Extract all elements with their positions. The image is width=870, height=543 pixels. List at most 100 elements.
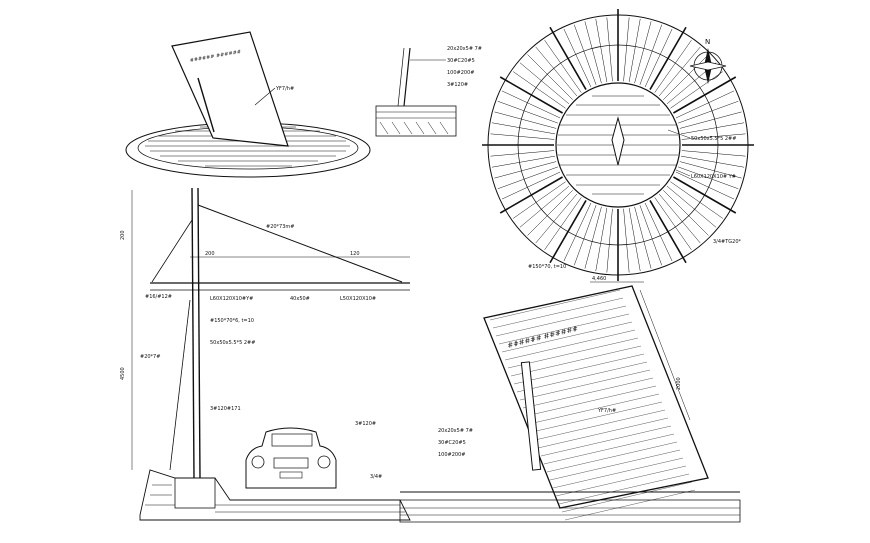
annotation-plan-2: L60X120X10# Y#	[691, 174, 736, 180]
plan-rib	[639, 205, 663, 266]
plan-rib	[681, 150, 746, 157]
plan-rib	[490, 133, 555, 140]
sign-elevation: ###### ###### 4,460 2000 20x20x5# 7# 30#…	[355, 276, 741, 523]
ground-hatch	[145, 484, 405, 513]
annotation-sign-5: YF7/h#	[597, 408, 616, 414]
mast-pole-left	[191, 187, 195, 479]
plan-rib	[681, 133, 746, 140]
annotation-sign-1: 20x20x5# 7#	[438, 428, 473, 434]
sign-hatch-line	[498, 313, 630, 345]
mast-footing	[174, 477, 216, 509]
plan-rib	[678, 166, 739, 190]
plan-rib	[490, 150, 555, 157]
plan-rib	[527, 190, 573, 236]
plan-rib	[628, 207, 641, 272]
sign-hatch-line	[537, 417, 669, 449]
plan-rib	[654, 40, 692, 93]
plan-rib	[623, 17, 630, 82]
sign-hatch-line	[543, 433, 675, 465]
mast-cable-top	[197, 204, 403, 283]
plan-rib	[563, 28, 592, 88]
plan-center-sign	[611, 116, 625, 166]
annotation-sign: YF7/h#	[275, 86, 294, 92]
ground-mound	[139, 469, 411, 521]
car-windshield	[271, 433, 313, 447]
plan-rib	[673, 176, 737, 214]
plan-rib	[623, 208, 630, 273]
dimension-4500: 4500	[120, 367, 126, 380]
plan-rib	[584, 21, 602, 84]
plan-rib	[595, 18, 608, 83]
plan-rib	[649, 26, 687, 90]
plan-rib	[679, 111, 742, 129]
sign-slot	[520, 361, 542, 471]
plan-rib	[680, 155, 745, 168]
plan-rib	[670, 181, 723, 219]
sign-hatch-line	[495, 305, 627, 337]
sign-hatch-line	[555, 465, 687, 497]
plan-rib	[675, 90, 735, 119]
sign-hatch-line	[540, 425, 672, 457]
sign-hatch-line	[561, 481, 693, 513]
plan-rib	[670, 71, 723, 109]
circular-plan-view: 50x50x5.5*5 2## L60X120X10# Y# 3/4#TG20*…	[482, 9, 754, 281]
annotation-plan-4: #150*70, t=10	[528, 264, 566, 270]
sign-hatch-line	[489, 289, 621, 321]
plan-rib	[573, 205, 597, 266]
dimension-4460: 4,460	[592, 276, 606, 282]
plan-rib	[549, 200, 587, 264]
car-plate	[279, 471, 303, 479]
sign-hatch-line	[501, 321, 633, 353]
car-grille	[273, 457, 309, 469]
plan-rib	[666, 185, 717, 228]
annotation-beam: L60X120X10#Y#	[210, 296, 253, 302]
plan-rib	[501, 171, 561, 200]
plan-rib	[658, 193, 701, 244]
plan-rib	[679, 161, 742, 179]
sign-hatch-line	[549, 449, 681, 481]
section-note-3: 3#120#	[447, 82, 468, 88]
plan-rib	[544, 40, 582, 93]
plan-rib	[675, 171, 735, 200]
dimension-200-b: 200	[205, 251, 215, 257]
plan-rib	[654, 197, 692, 250]
plan-rib	[535, 193, 578, 244]
annotation-angle: L50X120X10#	[340, 296, 376, 302]
plan-rib	[527, 54, 573, 100]
sign-hatch-line	[534, 409, 666, 441]
plan-rib	[678, 100, 739, 124]
sign-leader	[254, 87, 276, 106]
annotation-sign-3: 100#200#	[438, 452, 465, 458]
plan-rib	[680, 122, 745, 135]
plan-rib	[519, 185, 570, 228]
compass-north-label: N	[705, 38, 710, 46]
plan-rib	[634, 206, 652, 269]
car-headlight-right	[317, 455, 331, 469]
sign-hatch-line	[558, 473, 690, 505]
tilted-sign-panel	[171, 31, 289, 147]
section-post	[403, 47, 411, 107]
sign-hatch-line	[531, 401, 663, 433]
section-paving	[375, 105, 457, 137]
plan-rib	[634, 21, 652, 84]
sign-ground-hatch	[400, 507, 740, 516]
sign-hatch-line	[516, 361, 648, 393]
plan-rib	[584, 206, 602, 269]
plan-rib	[628, 18, 641, 83]
section-note-0: 20x20x5# 7#	[447, 46, 482, 52]
mast-brace-left	[151, 219, 193, 283]
mast-pole-right	[197, 187, 201, 479]
car-headlight-left	[251, 455, 265, 469]
plan-rib	[499, 76, 563, 114]
mast-elevation: 200 4500 200 120 #20*73m# L60X120X10#Y# …	[120, 187, 411, 521]
dimension-2000: 2000	[676, 377, 682, 390]
plan-rib	[644, 28, 673, 88]
plan-rib	[573, 24, 597, 85]
sign-hatch-line	[492, 297, 624, 329]
plan-rib	[649, 200, 687, 264]
section-paving-hatch	[376, 111, 456, 135]
sign-hatch-line	[513, 353, 645, 385]
annotation-plan-3: 3/4#TG20*	[713, 239, 742, 245]
plan-rib	[497, 166, 558, 190]
